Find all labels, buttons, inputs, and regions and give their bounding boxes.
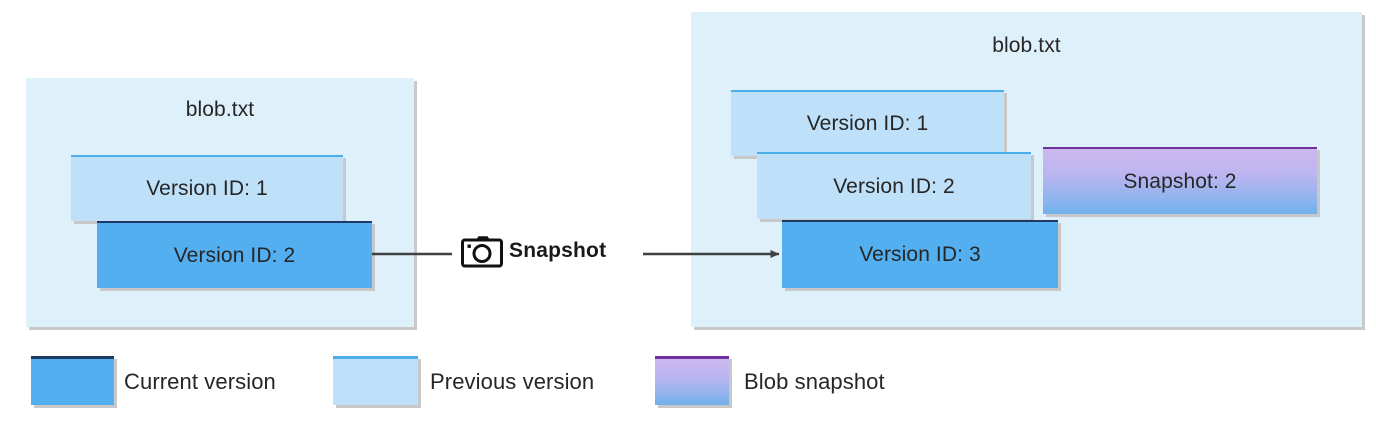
version-box-right-3: Version ID: 3 <box>782 220 1058 288</box>
legend-label-previous-version: Previous version <box>430 369 595 394</box>
version-box-right-2: Version ID: 2 <box>757 152 1031 219</box>
legend-label-current-version: Current version <box>124 369 276 394</box>
version-box-right-1: Version ID: 1 <box>731 90 1004 156</box>
camera-icon <box>461 236 503 268</box>
snapshot-connector-label: Snapshot <box>509 239 607 262</box>
legend-swatch-previous-version <box>333 356 418 405</box>
blob-name-label-left: blob.txt <box>185 98 255 121</box>
legend-label-blob-snapshot: Blob snapshot <box>744 369 885 394</box>
version-box-left-1: Version ID: 1 <box>71 155 343 221</box>
legend-swatch-blob-snapshot <box>655 356 729 405</box>
version-box-left-2: Version ID: 2 <box>97 221 372 288</box>
snapshot-box-right: Snapshot: 2 <box>1043 147 1317 214</box>
legend-swatch-current-version <box>31 356 114 405</box>
blob-name-label-right: blob.txt <box>992 34 1061 57</box>
